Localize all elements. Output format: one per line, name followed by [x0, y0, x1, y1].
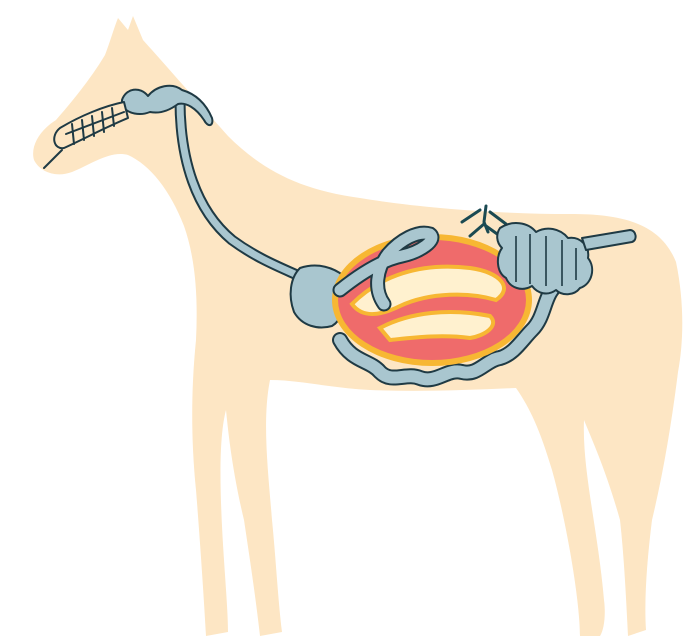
horse-digestive-diagram [0, 0, 684, 641]
